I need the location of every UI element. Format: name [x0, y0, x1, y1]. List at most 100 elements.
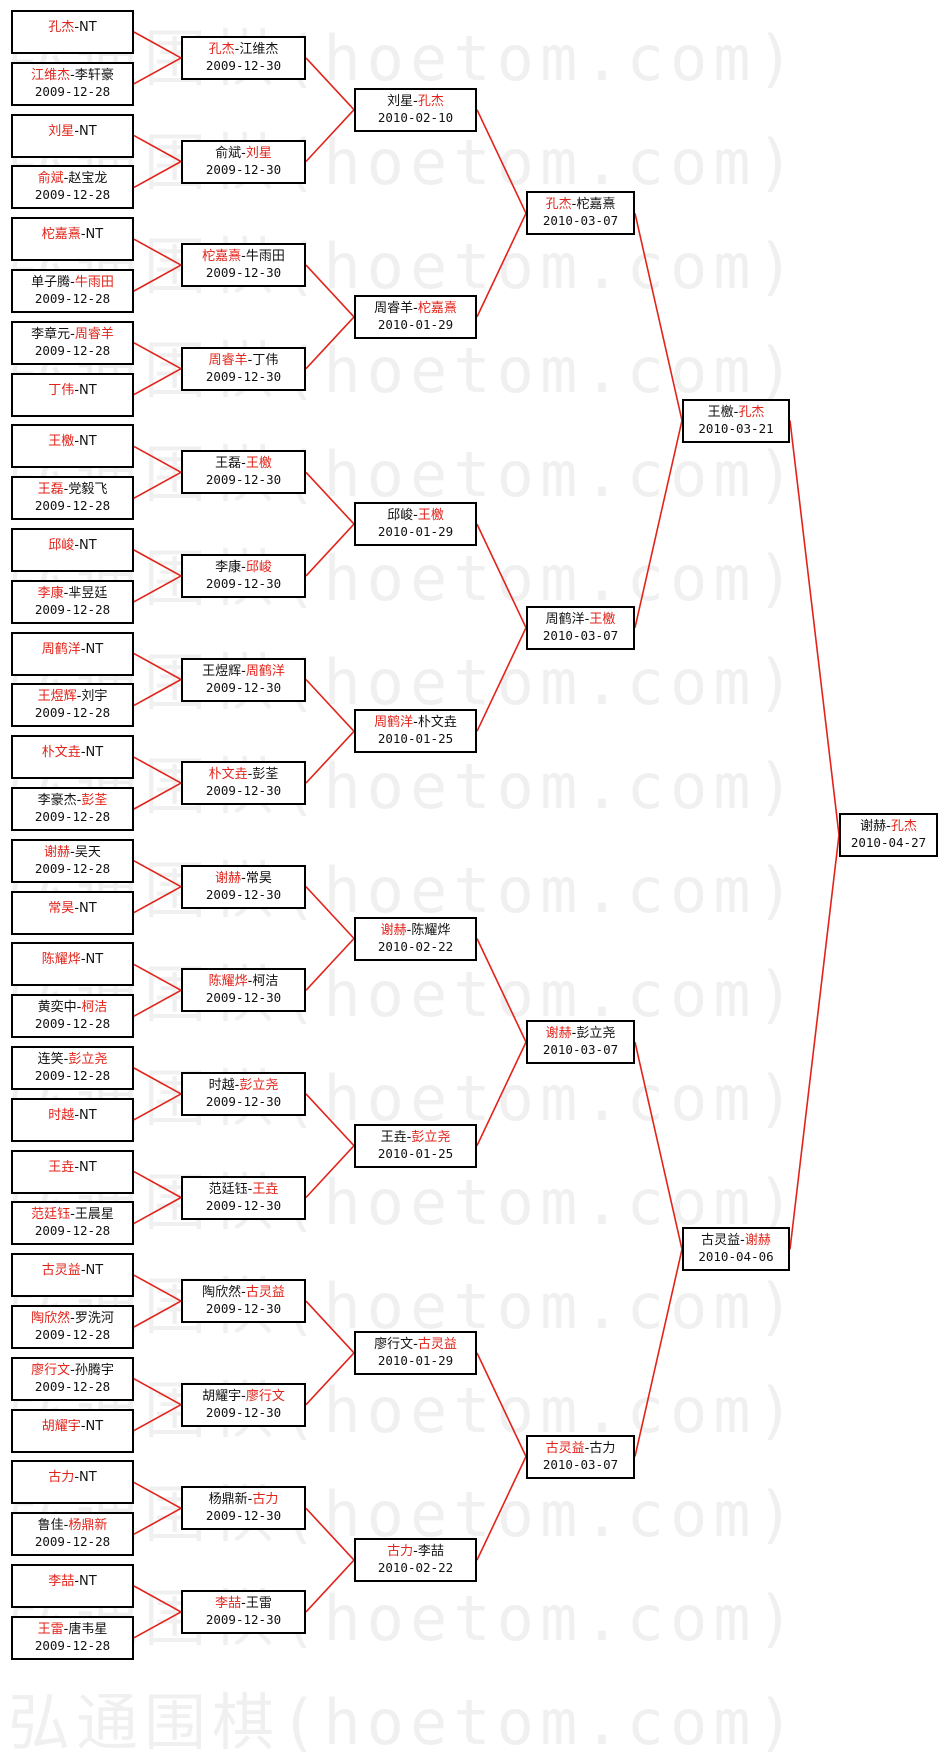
- player-two: NT: [79, 123, 97, 139]
- match-players: 古灵益-NT: [13, 1263, 132, 1279]
- bracket-connector: [133, 367, 182, 396]
- separator: -: [63, 1518, 69, 1534]
- match-players: 刘星-NT: [13, 124, 132, 140]
- match-date: 2009-12-28: [34, 342, 111, 358]
- separator: -: [733, 404, 739, 420]
- match-date: 2009-12-30: [205, 1611, 282, 1627]
- player-one: 常昊: [48, 900, 75, 916]
- player-one: 俞斌: [215, 145, 242, 161]
- player-two: 吴天: [74, 844, 101, 860]
- bracket-connector: [133, 1300, 182, 1328]
- player-one: 古灵益: [41, 1263, 81, 1279]
- player-two: NT: [79, 1470, 97, 1486]
- match-players: 王檄-孔杰: [684, 405, 788, 421]
- player-two: 唐韦星: [68, 1621, 108, 1637]
- player-two: 周睿羊: [74, 326, 114, 342]
- match-players: 黄奕中-柯洁: [13, 1000, 132, 1016]
- bracket-connector: [133, 989, 182, 1017]
- separator: -: [413, 508, 418, 524]
- match-date: 2009-12-30: [205, 1508, 282, 1524]
- match-date: 2010-02-22: [377, 938, 454, 954]
- match-players: 王垚-彭立尧: [356, 1130, 475, 1146]
- match-date: 2009-12-28: [34, 1327, 111, 1342]
- match-box-r1: 孔杰-NT: [11, 10, 134, 54]
- player-two: 柁嘉熹: [417, 300, 457, 316]
- match-box-r1: 邱峻-NT: [11, 528, 134, 572]
- player-two: 李喆: [417, 1544, 444, 1560]
- bracket-connector: [305, 1093, 355, 1147]
- match-players: 杨鼎新-古力: [183, 1492, 304, 1508]
- match-players: 李康-芈昱廷: [13, 586, 132, 602]
- match-players: 刘星-孔杰: [356, 94, 475, 110]
- player-one: 孔杰: [545, 197, 572, 213]
- match-players: 胡耀宇-NT: [13, 1419, 132, 1435]
- match-box-r1: 陈耀烨-NT: [11, 942, 134, 987]
- player-two: 刘宇: [81, 689, 108, 705]
- player-two: 孔杰: [738, 404, 765, 420]
- player-one: 俞斌: [37, 171, 64, 187]
- bracket-connector: [305, 1507, 355, 1561]
- match-players: 范廷钰-王垚: [183, 1182, 304, 1198]
- match-date: 2009-12-28: [34, 498, 111, 514]
- separator: -: [247, 1181, 253, 1197]
- separator: -: [74, 1574, 80, 1589]
- separator: -: [241, 559, 246, 575]
- separator: -: [247, 352, 253, 368]
- match-players: 邱峻-王檄: [356, 508, 475, 524]
- player-two: 古灵益: [417, 1336, 457, 1352]
- player-two: 王檄: [417, 508, 444, 524]
- bracket-connector: [133, 264, 182, 292]
- match-date: 2009-12-30: [205, 1197, 282, 1213]
- player-one: 李豪杰: [37, 793, 77, 808]
- match-box-r1: 周鹤洋-NT: [11, 631, 134, 676]
- match-date: 2009-12-28: [34, 1378, 111, 1394]
- match-date: 2010-02-22: [377, 1560, 454, 1576]
- bracket-connector: [305, 109, 355, 163]
- player-one: 李喆: [215, 1595, 242, 1611]
- player-one: 范廷钰: [31, 1207, 71, 1223]
- match-box-r1: 胡耀宇-NT: [11, 1408, 134, 1453]
- separator: -: [74, 123, 80, 139]
- match-players: 古力-NT: [13, 1470, 132, 1486]
- bracket-connector: [476, 1041, 527, 1147]
- player-two: NT: [79, 1107, 97, 1123]
- player-two: 王檄: [589, 611, 616, 627]
- player-one: 陈耀烨: [41, 952, 81, 968]
- bracket-connector: [133, 1067, 182, 1095]
- match-players: 孔杰-江维杰: [183, 42, 304, 58]
- player-two: 谢赫: [744, 1233, 771, 1249]
- player-two: 古灵益: [245, 1285, 285, 1301]
- match-date: 2009-12-28: [34, 809, 111, 824]
- match-players: 周睿羊-丁伟: [183, 353, 304, 369]
- match-date: 2009-12-30: [205, 1093, 282, 1109]
- bracket-connector: [133, 1611, 182, 1639]
- separator: -: [76, 793, 82, 808]
- separator: -: [413, 1336, 418, 1352]
- match-players: 李喆-NT: [13, 1574, 132, 1590]
- player-two: 彭立尧: [576, 1026, 616, 1042]
- player-two: 彭立尧: [239, 1077, 279, 1093]
- watermark-text: 弘通围棋(hoetom.com): [8, 1686, 800, 1759]
- bracket-connector: [133, 1403, 182, 1432]
- bracket-connector: [133, 1378, 182, 1406]
- player-one: 谢赫: [860, 818, 887, 834]
- player-two: 廖行文: [245, 1388, 285, 1404]
- player-two: 李轩豪: [74, 67, 114, 83]
- player-one: 王垚: [48, 1159, 75, 1175]
- separator: -: [63, 482, 69, 498]
- player-one: 谢赫: [545, 1026, 572, 1042]
- separator: -: [571, 1026, 577, 1042]
- player-two: NT: [79, 900, 97, 916]
- player-two: NT: [79, 1574, 97, 1589]
- match-players: 王煜辉-刘宇: [13, 689, 132, 705]
